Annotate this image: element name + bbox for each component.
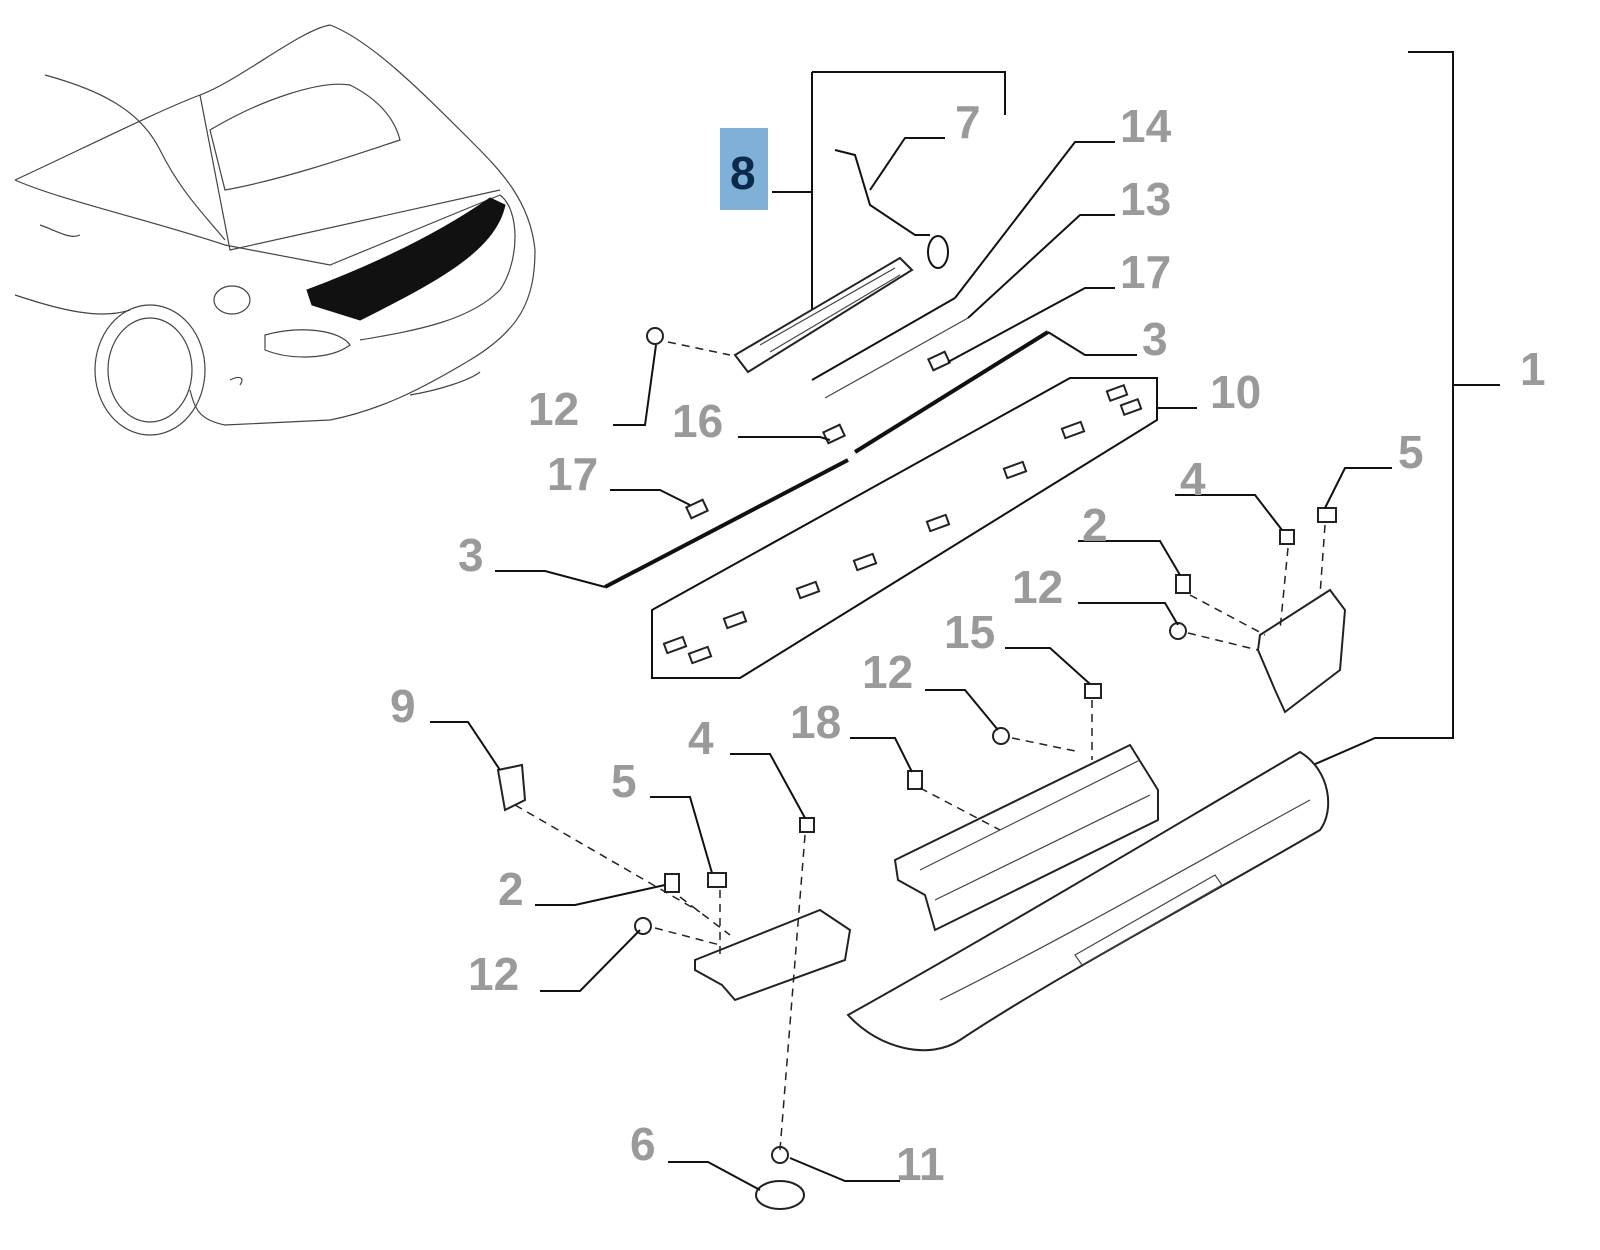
label-part-6[interactable]: 6 (630, 1118, 656, 1170)
label-part-5[interactable]: 5 (1398, 426, 1424, 478)
label-part-12[interactable]: 12 (528, 383, 579, 435)
label-part-12[interactable]: 12 (862, 646, 913, 698)
label-part-10[interactable]: 10 (1210, 366, 1261, 418)
third-brake-light (733, 149, 949, 374)
label-part-2[interactable]: 2 (1082, 499, 1108, 551)
label-part-4[interactable]: 4 (688, 712, 714, 764)
label-part-14[interactable]: 14 (1120, 100, 1172, 152)
label-part-9[interactable]: 9 (390, 680, 416, 732)
label-part-12[interactable]: 12 (1012, 561, 1063, 613)
label-part-12[interactable]: 12 (468, 948, 519, 1000)
rear-spoiler-highlight (306, 197, 506, 321)
label-part-17[interactable]: 17 (1120, 246, 1171, 298)
label-part-4[interactable]: 4 (1180, 453, 1206, 505)
label-part-3[interactable]: 3 (1142, 313, 1168, 365)
label-part-1[interactable]: 1 (1520, 343, 1546, 395)
label-part-5[interactable]: 5 (611, 755, 637, 807)
label-part-17[interactable]: 17 (547, 448, 598, 500)
highlight-box-8[interactable] (720, 128, 768, 210)
label-part-18[interactable]: 18 (790, 696, 841, 748)
label-part-7[interactable]: 7 (955, 96, 981, 148)
panel-10 (651, 377, 1158, 679)
label-part-2[interactable]: 2 (498, 863, 524, 915)
label-part-16[interactable]: 16 (672, 395, 723, 447)
label-part-15[interactable]: 15 (944, 606, 995, 658)
label-part-13[interactable]: 13 (1120, 173, 1171, 225)
label-part-8[interactable]: 8 (730, 147, 756, 199)
spoiler-panel (846, 750, 1330, 1052)
car-rear-overview (14, 24, 536, 436)
part-labels: 1 2 2 3 3 4 4 5 5 6 7 8 9 10 11 12 12 12… (390, 96, 1546, 1190)
label-part-3[interactable]: 3 (458, 529, 484, 581)
label-part-11[interactable]: 11 (896, 1138, 945, 1190)
